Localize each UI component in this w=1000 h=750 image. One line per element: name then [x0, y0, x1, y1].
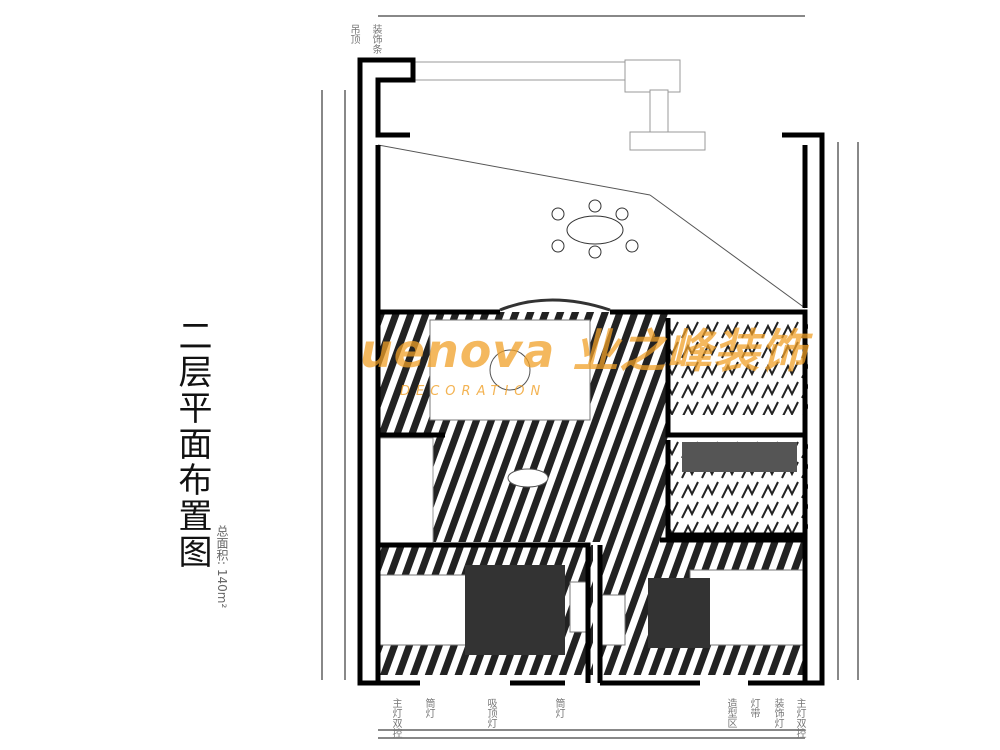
bottom-label: 筒灯	[553, 698, 564, 718]
bottom-label: 装饰灯	[772, 698, 783, 728]
bath-floor	[670, 320, 808, 415]
walls	[357, 57, 825, 686]
bottom-label: 灯带	[748, 698, 759, 718]
corridor-floor	[600, 312, 668, 542]
dimension-lines	[321, 15, 859, 739]
watermark-sub: DECORATION	[400, 384, 547, 399]
total-area: 总面积: 140m²	[215, 525, 229, 609]
bottom-label: 筒灯	[423, 698, 434, 718]
bottom-label: 主灯双控	[390, 698, 401, 738]
bottom-label: 吸顶灯	[485, 698, 496, 728]
dining-table	[551, 199, 639, 259]
bottom-label: 造型区	[725, 698, 736, 728]
bottom-label: 主灯双控	[794, 698, 805, 738]
watermark-logo: uenova 业之峰装饰	[360, 324, 808, 378]
top-label: 装饰条	[370, 24, 381, 54]
top-label: 吊顶	[348, 24, 359, 44]
page-title: 二层平面布置图	[172, 318, 212, 570]
